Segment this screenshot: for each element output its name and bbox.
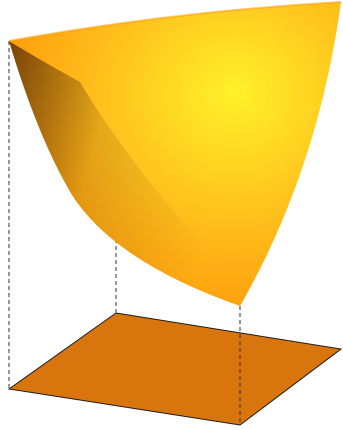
surface-top-rim <box>8 1 342 42</box>
curved-surface <box>9 2 341 306</box>
base-square <box>7 312 343 426</box>
surface-shadow-region <box>9 41 240 306</box>
